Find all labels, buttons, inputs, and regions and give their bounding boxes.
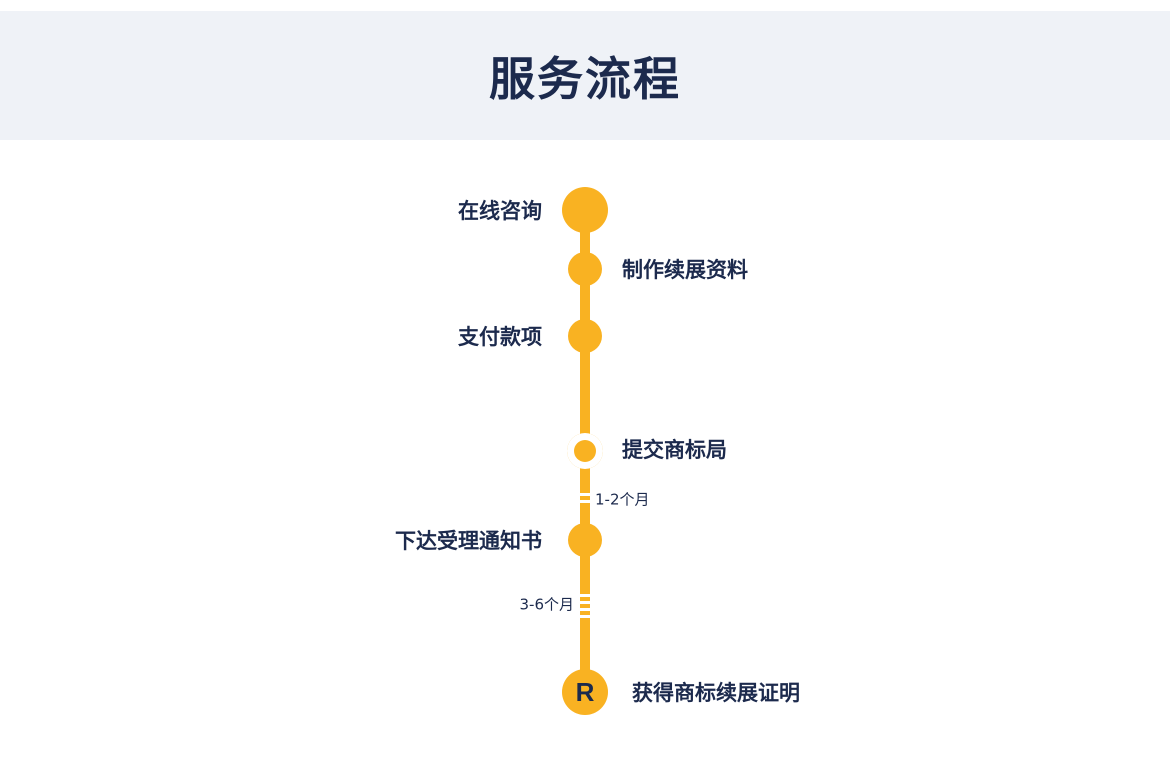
registered-badge-icon: R [575,676,595,707]
step-label-prepare: 制作续展资料 [622,258,748,282]
step-node-notice [568,523,602,557]
timeline-gap [580,500,590,503]
step-node-consult [562,187,608,233]
timeline-gap [580,615,590,618]
step-node-payment [568,319,602,353]
page-title: 服务流程 [489,51,681,106]
timeline-gap [580,493,590,496]
step-node-certificate: R [562,669,608,715]
duration-label-2: 3-6个月 [519,595,575,614]
timeline-gap [580,594,590,597]
duration-label-1: 1-2个月 [595,490,650,509]
step-node-submit [567,433,603,469]
step-label-certificate: 获得商标续展证明 [632,681,800,705]
timeline-gap [580,608,590,611]
step-label-submit: 提交商标局 [622,438,727,462]
timeline-gap [580,601,590,604]
step-label-consult: 在线咨询 [458,199,542,223]
step-label-notice: 下达受理通知书 [395,529,542,553]
header-banner: 服务流程 [0,11,1170,140]
step-node-prepare [568,252,602,286]
step-label-payment: 支付款项 [458,325,542,349]
